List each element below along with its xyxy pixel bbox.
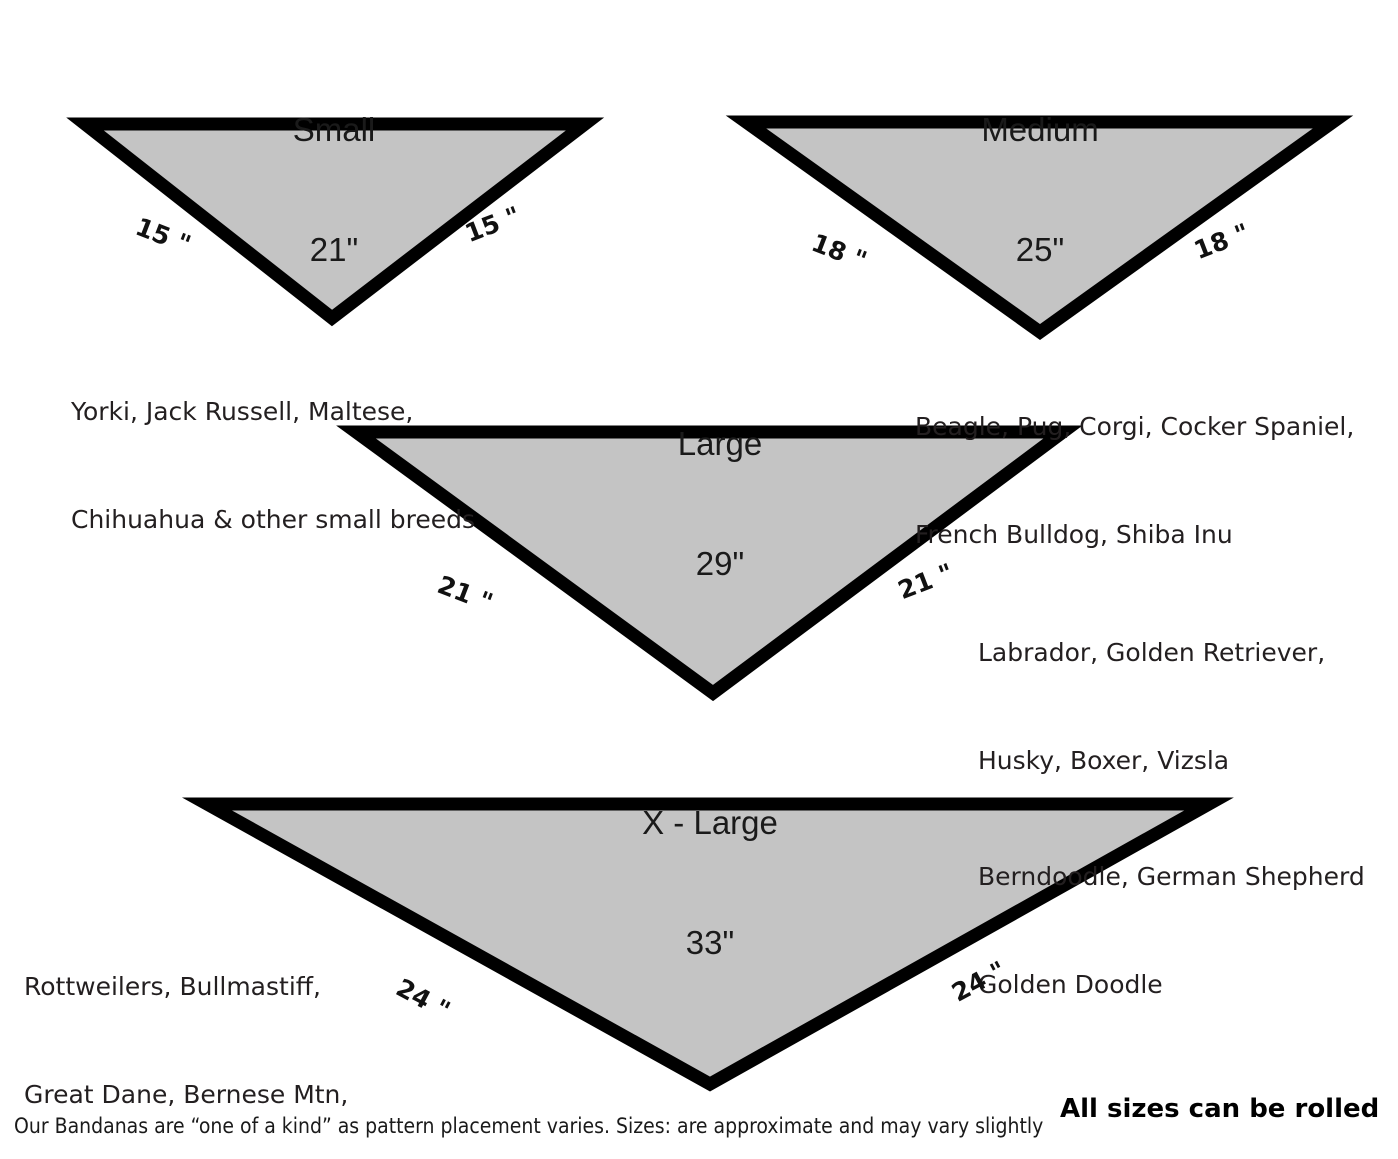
breed-list-small: Yorki, Jack Russell, Maltese, Chihuahua … bbox=[71, 322, 521, 610]
breed-line: Husky, Boxer, Vizsla bbox=[978, 746, 1230, 775]
size-title-medium: Medium 25" bbox=[905, 30, 1175, 350]
rolled-down-callout: All sizes can be rolled down to fit smal… bbox=[1060, 1017, 1380, 1159]
breed-line: Rottweilers, Bullmastiff, bbox=[24, 972, 321, 1001]
breed-list-medium: Beagle, Pug, Corgi, Cocker Spaniel, Fren… bbox=[915, 337, 1385, 625]
size-width-small: 21" bbox=[309, 231, 359, 268]
size-title-small: Small 21" bbox=[199, 30, 469, 350]
triangle-small bbox=[66, 117, 605, 327]
size-width-large: 29" bbox=[695, 545, 745, 582]
triangle-medium bbox=[725, 115, 1354, 340]
breed-list-large: Labrador, Golden Retriever, Husky, Boxer… bbox=[978, 563, 1378, 1075]
breed-line: Berndoodle, German Shepherd bbox=[978, 862, 1365, 891]
breed-line: Chihuahua & other small breeds bbox=[71, 505, 475, 534]
breed-line: Beagle, Pug, Corgi, Cocker Spaniel, bbox=[915, 412, 1355, 441]
breed-list-xlarge: Rottweilers, Bullmastiff, Great Dane, Be… bbox=[24, 897, 394, 1159]
breed-line: Labrador, Golden Retriever, bbox=[978, 638, 1326, 667]
size-name-large: Large bbox=[677, 425, 763, 462]
triangle-xlarge bbox=[181, 797, 1234, 1092]
breed-line: Golden Doodle bbox=[978, 970, 1163, 999]
size-name-xlarge: X - Large bbox=[642, 804, 778, 841]
size-name-medium: Medium bbox=[981, 111, 1099, 148]
size-name-small: Small bbox=[292, 111, 376, 148]
size-title-large: Large 29" bbox=[585, 344, 855, 664]
size-title-xlarge: X - Large 33" bbox=[575, 723, 845, 1043]
size-width-medium: 25" bbox=[1015, 231, 1065, 268]
callout-line: All sizes can be rolled bbox=[1060, 1094, 1380, 1124]
footer-disclaimer: Our Bandanas are “one of a kind” as patt… bbox=[14, 1114, 1044, 1138]
breed-line: French Bulldog, Shiba Inu bbox=[915, 520, 1233, 549]
triangle-large bbox=[336, 425, 1083, 702]
size-width-xlarge: 33" bbox=[685, 924, 735, 961]
breed-line: Great Dane, Bernese Mtn, bbox=[24, 1080, 349, 1109]
breed-line: Yorki, Jack Russell, Maltese, bbox=[71, 397, 414, 426]
